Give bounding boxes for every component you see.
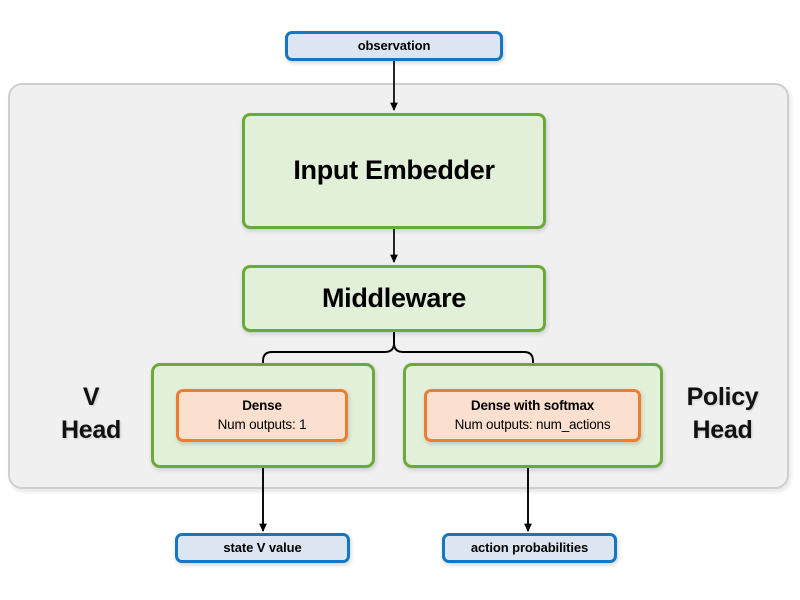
node-dense-with-softmax-title: Dense with softmax: [470, 398, 595, 414]
node-observation-label: observation: [357, 37, 431, 53]
node-dense-with-softmax-subtitle: Num outputs: num_actions: [454, 417, 611, 432]
node-action-probabilities[interactable]: action probabilities: [442, 533, 617, 563]
node-state-v-value[interactable]: state V value: [175, 533, 350, 563]
node-dense-with-softmax[interactable]: Dense with softmax Num outputs: num_acti…: [424, 389, 641, 442]
label-v-head-line1: V: [82, 383, 100, 411]
label-policy-head-line2: Head: [692, 416, 753, 444]
node-observation[interactable]: observation: [285, 31, 503, 61]
node-dense-subtitle: Num outputs: 1: [217, 417, 307, 432]
label-policy-head: Policy Head: [665, 381, 780, 447]
label-v-head: V Head: [35, 381, 147, 447]
node-middleware-label: Middleware: [321, 282, 467, 313]
label-v-head-line2: Head: [61, 416, 121, 444]
node-dense[interactable]: Dense Num outputs: 1: [176, 389, 348, 442]
node-input-embedder[interactable]: Input Embedder: [242, 113, 546, 229]
node-input-embedder-label: Input Embedder: [293, 155, 495, 186]
node-state-v-value-label: state V value: [223, 539, 302, 555]
label-policy-head-line1: Policy: [686, 383, 759, 411]
node-middleware[interactable]: Middleware: [242, 265, 546, 332]
node-action-probabilities-label: action probabilities: [470, 539, 589, 555]
node-dense-title: Dense: [242, 398, 282, 414]
